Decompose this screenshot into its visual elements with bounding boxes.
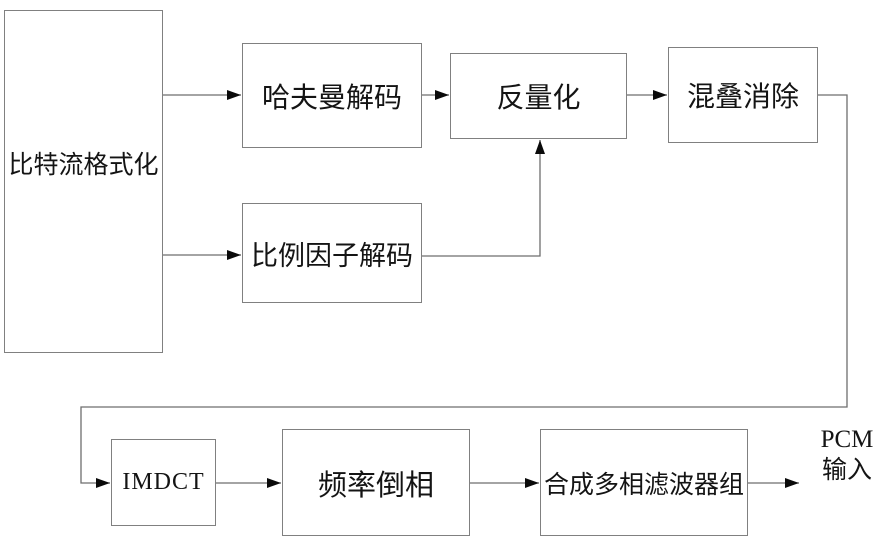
node-dequantization: 反量化 [450, 53, 627, 139]
node-scalefactor-decoding: 比例因子解码 [242, 203, 422, 303]
node-scalefactor-decoding-label: 比例因子解码 [251, 240, 413, 271]
node-frequency-inversion-label: 频率倒相 [317, 469, 434, 502]
node-bitstream-formatting: 比特流格式化 [4, 10, 163, 353]
node-huffman-decoding-label: 哈夫曼解码 [261, 82, 402, 114]
node-synthesis-polyphase-filterbank: 合成多相滤波器组 [540, 429, 748, 536]
pcm-output-label-line1: PCM [820, 426, 874, 453]
node-bitstream-formatting-label: 比特流格式化 [8, 151, 159, 179]
node-synthesis-polyphase-filterbank-label: 合成多相滤波器组 [543, 471, 744, 499]
node-frequency-inversion: 频率倒相 [282, 429, 470, 536]
node-imdct: IMDCT [111, 439, 216, 526]
pcm-output-label-line2: 输入 [821, 457, 872, 484]
node-imdct-label: IMDCT [122, 469, 205, 495]
node-huffman-decoding: 哈夫曼解码 [242, 43, 422, 148]
pcm-output-label: PCM 输入 [810, 424, 884, 486]
node-dequantization-label: 反量化 [496, 83, 581, 114]
node-alias-reduction-label: 混叠消除 [686, 82, 799, 113]
node-alias-reduction: 混叠消除 [668, 47, 818, 143]
edge-alias-to-imdct [80, 94, 848, 488]
edge-scalefactor-to-dequantize [422, 140, 545, 257]
